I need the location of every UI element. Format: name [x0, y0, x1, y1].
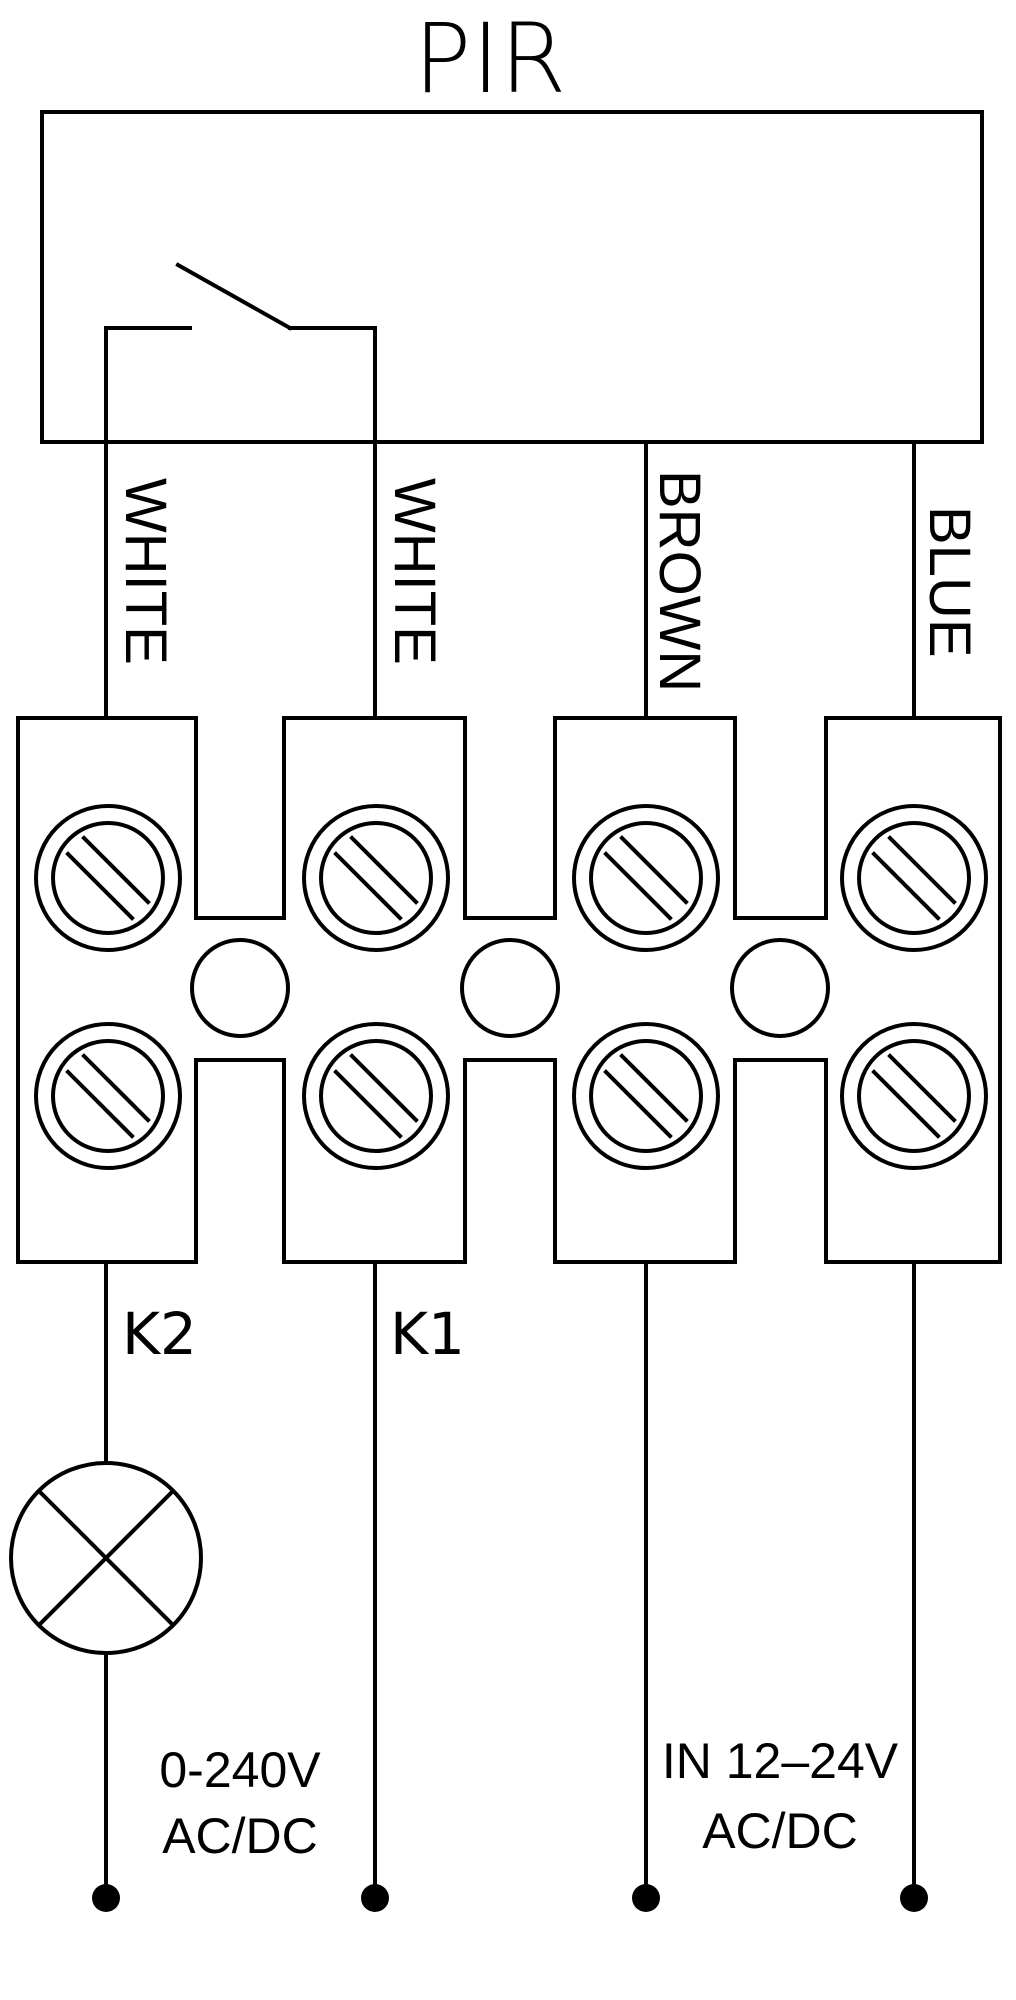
wire-label-white-1: WHITE [113, 478, 178, 665]
terminal-block [16, 716, 1002, 1264]
switch-contact-icon [104, 262, 377, 442]
terminal-dot-icon [632, 1884, 660, 1912]
input-supply-type: AC/DC [702, 1803, 858, 1859]
pir-module-box [40, 110, 984, 444]
bridge-hole-2 [460, 938, 560, 1038]
load-supply-voltage: 0-240V [159, 1742, 321, 1798]
wire-label-brown: BROWN [647, 470, 712, 692]
wire-label-white-2: WHITE [382, 478, 447, 665]
load-supply-type: AC/DC [162, 1808, 318, 1864]
output-label-k1: K1 [390, 1300, 465, 1368]
terminal-screw-icon [34, 804, 182, 952]
terminal-dot-icon [900, 1884, 928, 1912]
bridge-hole-1 [190, 938, 290, 1038]
terminal-screw-icon [34, 1022, 182, 1170]
terminal-screw-icon [840, 1022, 988, 1170]
terminal-dot-icon [361, 1884, 389, 1912]
diagram-title: PIR [414, 3, 567, 115]
terminal-dot-icon [92, 1884, 120, 1912]
terminal-screw-icon [302, 1022, 450, 1170]
terminal-screw-icon [302, 804, 450, 952]
input-supply-voltage: IN 12–24V [662, 1733, 899, 1789]
terminal-screw-icon [840, 804, 988, 952]
bridge-hole-3 [730, 938, 830, 1038]
terminal-screw-icon [572, 804, 720, 952]
terminal-screw-icon [572, 1022, 720, 1170]
wire-label-blue: BLUE [917, 506, 982, 658]
output-label-k2: K2 [122, 1300, 197, 1368]
lamp-icon [9, 1461, 203, 1655]
